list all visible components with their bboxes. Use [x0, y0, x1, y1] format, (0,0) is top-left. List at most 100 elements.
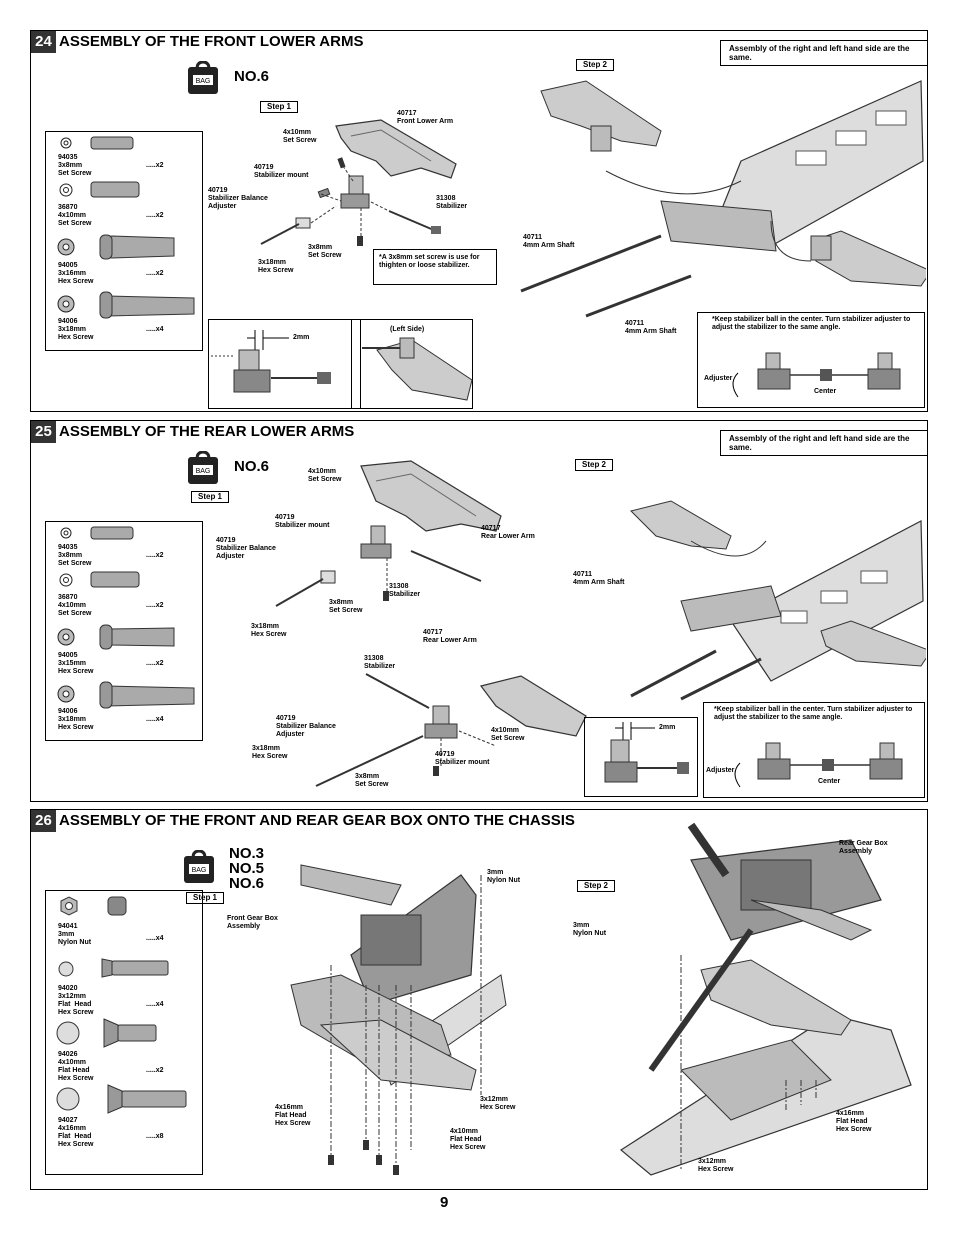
front-arm-exploded-drawing	[260, 119, 457, 246]
section-title: ASSEMBLY OF THE FRONT AND REAR GEAR BOX …	[59, 812, 575, 829]
section-title: ASSEMBLY OF THE REAR LOWER ARMS	[59, 423, 355, 440]
part-qty: .....x2	[146, 1067, 164, 1074]
part-qty: .....x8	[146, 1133, 164, 1140]
front-gearbox-drawing	[290, 864, 507, 1175]
page-number: 9	[440, 1194, 449, 1211]
stabilizer-center-box: *Keep stabilizer ball in the center. Tur…	[697, 312, 925, 408]
step-number: 24	[31, 31, 56, 53]
bag-number: NO.5	[229, 860, 265, 877]
section-24: 24 ASSEMBLY OF THE FRONT LOWER ARMS BAG …	[30, 30, 928, 412]
detail-box-2mm: 2mm	[584, 717, 698, 797]
bag-label: BAG	[192, 867, 207, 874]
label-2mm: 2mm	[293, 334, 310, 341]
left-side-drawing	[362, 337, 473, 401]
section-title: ASSEMBLY OF THE FRONT LOWER ARMS	[59, 33, 364, 50]
step-number: 26	[31, 810, 56, 832]
assembly-note: Assembly of the right and left hand side…	[720, 40, 928, 66]
front-chassis-drawing	[520, 80, 926, 318]
part-qty: .....x2	[146, 660, 164, 667]
label-adjuster: Adjuster	[704, 375, 733, 382]
step-1-tag: Step 1	[260, 101, 299, 113]
bag-number: NO.3	[229, 845, 265, 862]
set-screw-note: *A 3x8mm set screw is use for thighten o…	[373, 249, 497, 285]
label-center: Center	[818, 778, 841, 785]
bag-label: BAG	[196, 78, 211, 85]
rear-arm-exploded-drawing	[275, 460, 587, 787]
label-2mm: 2mm	[659, 724, 676, 731]
step-2-tag: Step 2	[577, 880, 616, 892]
gap-detail-drawing	[604, 722, 689, 783]
step-2-tag: Step 2	[575, 459, 614, 471]
step-2-tag: Step 2	[576, 59, 615, 71]
bag-icon: BAG	[188, 61, 218, 94]
detail-box-left-side: (Left Side)	[351, 319, 473, 409]
part-qty: .....x2	[146, 212, 164, 219]
part-qty: .....x2	[146, 270, 164, 277]
gap-detail-drawing	[211, 330, 331, 393]
keep-center-note: *Keep stabilizer ball in the center. Tur…	[712, 316, 911, 331]
assembly-note: Assembly of the right and left hand side…	[720, 430, 928, 456]
label-center: Center	[814, 388, 837, 395]
section-26: 26 ASSEMBLY OF THE FRONT AND REAR GEAR B…	[30, 809, 928, 1190]
stabilizer-center-box: *Keep stabilizer ball in the center. Tur…	[703, 702, 925, 798]
parts-artwork	[57, 136, 195, 319]
bag-number: NO.6	[234, 458, 270, 475]
stabilizer-center-drawing	[732, 352, 901, 398]
part-qty: .....x4	[146, 716, 164, 723]
step-1-tag: Step 1	[186, 892, 225, 904]
keep-center-note: *Keep stabilizer ball in the center. Tur…	[714, 706, 913, 721]
section-25: 25 ASSEMBLY OF THE REAR LOWER ARMS BAG N…	[30, 420, 928, 802]
parts-artwork	[56, 896, 187, 1114]
part-qty: .....x4	[146, 326, 164, 333]
chassis-gearbox-drawing	[619, 822, 912, 1176]
step-1-tag: Step 1	[191, 491, 230, 503]
parts-artwork	[57, 526, 195, 709]
bag-icon: BAG	[188, 451, 218, 484]
label-adjuster: Adjuster	[706, 767, 735, 774]
part-qty: .....x2	[146, 602, 164, 609]
rear-chassis-drawing	[630, 500, 926, 701]
bag-number: NO.6	[234, 68, 270, 85]
